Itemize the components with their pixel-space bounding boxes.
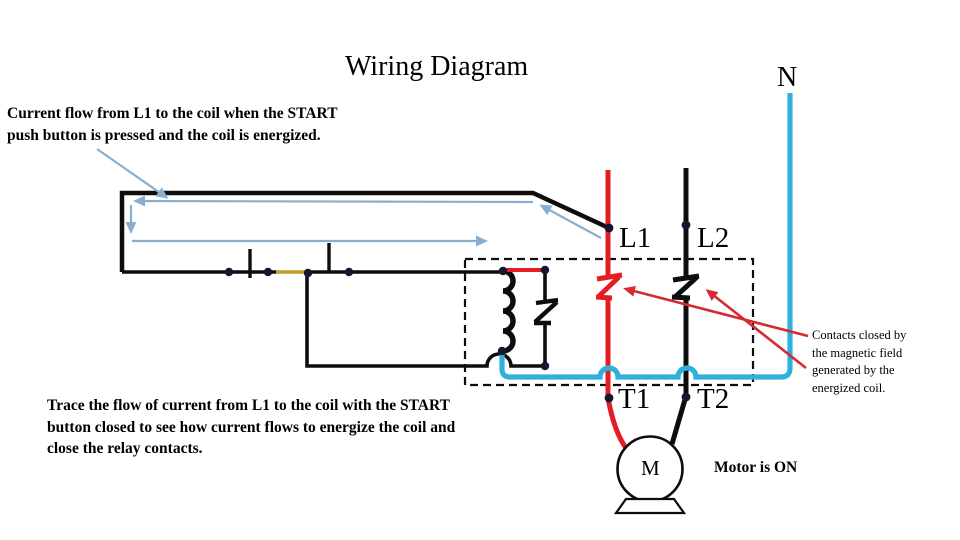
l1-closed-contact-icon [595, 272, 623, 301]
terminal-l2-label: L2 [697, 222, 730, 254]
motor-base [613, 497, 687, 515]
aux-closed-contact-icon [533, 297, 559, 326]
current-flow-arrows [96, 148, 602, 247]
coil-icon [502, 268, 516, 354]
annotation-arrow-l1-contact [623, 285, 809, 338]
neutral-label: N [777, 62, 798, 93]
station-top-wire [119, 190, 610, 272]
terminal-l1-label: L1 [619, 222, 652, 254]
flow-arrow-top [133, 195, 534, 207]
l2-closed-contact-icon [671, 273, 700, 301]
slide-title: Wiring Diagram [345, 51, 529, 82]
flow-arrow-diagonal [539, 204, 602, 239]
contact-annotation-arrows [623, 285, 809, 370]
top-note: Current flow from L1 to the coil when th… [7, 105, 338, 144]
contacts-note: Contacts closed by the magnetic field ge… [812, 328, 907, 395]
terminal-t2-label: T2 [697, 383, 730, 415]
l2-power-wire [669, 168, 689, 445]
junction-dots [224, 220, 691, 403]
motor-letter: M [641, 456, 660, 480]
terminal-t1-label: T1 [618, 383, 651, 415]
note-pointer-arrow [96, 148, 169, 199]
neutral-wire [499, 93, 793, 380]
return-wire-to-coil [305, 272, 545, 368]
annotation-arrow-l2-contact [705, 289, 807, 370]
motor-status: Motor is ON [714, 459, 798, 476]
bottom-note: Trace the flow of current from L1 to the… [47, 397, 456, 457]
